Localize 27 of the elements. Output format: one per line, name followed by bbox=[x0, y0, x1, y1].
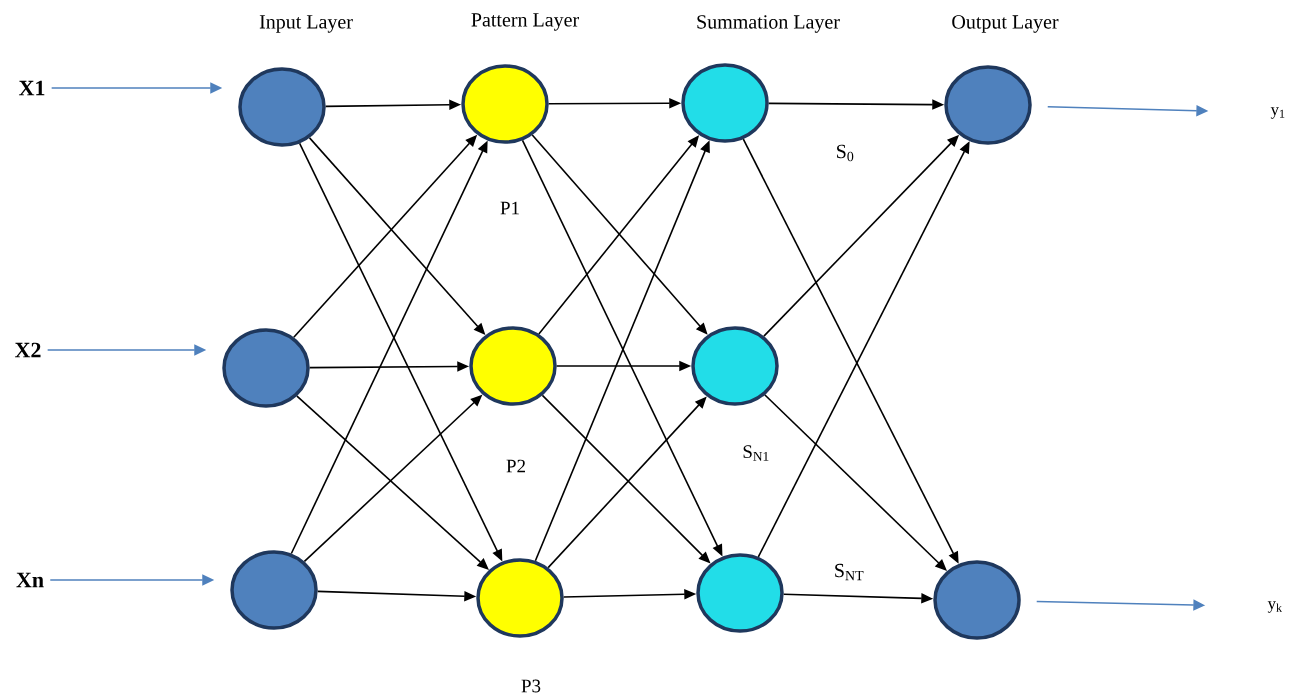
layer-title: Input Layer bbox=[259, 15, 353, 33]
layer-title: S$_{0}$ bbox=[837, 144, 854, 162]
input-label: X2 bbox=[15, 342, 41, 358]
output-label: y$_{k}$ bbox=[1267, 601, 1282, 613]
neuron-circle bbox=[469, 326, 557, 406]
neuron-label: P3 bbox=[521, 679, 541, 693]
output-label: y$_{1}$ bbox=[1270, 107, 1285, 119]
neuron-circle bbox=[696, 553, 784, 633]
layer-title: Summation Layer bbox=[697, 15, 840, 33]
layer-title: Pattern Layer bbox=[471, 13, 579, 31]
neuron-circle bbox=[238, 67, 326, 147]
neuron-circle bbox=[476, 558, 564, 638]
input-label: Xn bbox=[16, 572, 44, 588]
neuron-label: S$_{N1}$ bbox=[743, 445, 769, 461]
neuron-circle bbox=[461, 64, 549, 144]
neuron-label: P1 bbox=[500, 201, 519, 215]
layer-title: Output Layer bbox=[952, 15, 1059, 33]
neuron-circle bbox=[222, 328, 310, 408]
layer-title: S$_{NT}$ bbox=[835, 563, 864, 581]
input-label: X1 bbox=[19, 80, 45, 96]
neuron-circle bbox=[933, 560, 1021, 640]
neuron-circle bbox=[230, 550, 318, 630]
arrow bbox=[764, 394, 947, 571]
neuron-circle bbox=[681, 63, 769, 143]
neuron-circle bbox=[691, 326, 779, 406]
neuron-label: P2 bbox=[506, 459, 525, 473]
neuron-circle bbox=[944, 65, 1032, 145]
